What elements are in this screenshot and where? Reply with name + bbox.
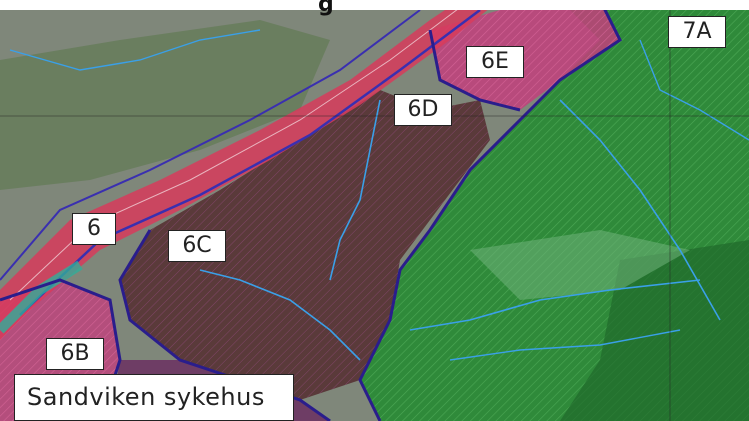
motorway-lane-2: [19, 9, 481, 316]
stream-7: [449, 329, 681, 361]
place-label-box: Sandviken sykehus: [14, 374, 294, 421]
zone-label-6[interactable]: 6: [72, 213, 116, 245]
stream-4: [559, 99, 721, 321]
motorway-teal: [0, 260, 83, 334]
stream-6: [639, 39, 749, 141]
border-6e: [428, 29, 521, 112]
motorway: [0, 0, 500, 340]
motorway-lane-3: [0, 9, 421, 281]
watershed-6e-hatch: [430, 0, 620, 110]
zone-label-6d[interactable]: 6D: [394, 94, 452, 126]
place-label: Sandviken sykehus: [27, 383, 265, 411]
stream-3: [409, 279, 701, 331]
stream-5: [9, 29, 261, 71]
border-green: [358, 0, 622, 421]
urban-greenery: [0, 20, 330, 190]
brown-watershed-hatch: [120, 90, 490, 400]
stream-2: [199, 269, 361, 361]
zone-label-6b[interactable]: 6B: [46, 338, 104, 370]
header-strip: [0, 0, 749, 10]
border-brown: [118, 229, 331, 421]
zone-label-6c[interactable]: 6C: [168, 230, 226, 262]
stream-1: [329, 99, 381, 281]
zone-label-6e[interactable]: 6E: [466, 46, 524, 78]
header-text: g: [318, 0, 334, 17]
zone-label-7a[interactable]: 7A: [668, 16, 726, 48]
green-dark-patch: [560, 240, 749, 421]
clearing: [470, 230, 690, 300]
